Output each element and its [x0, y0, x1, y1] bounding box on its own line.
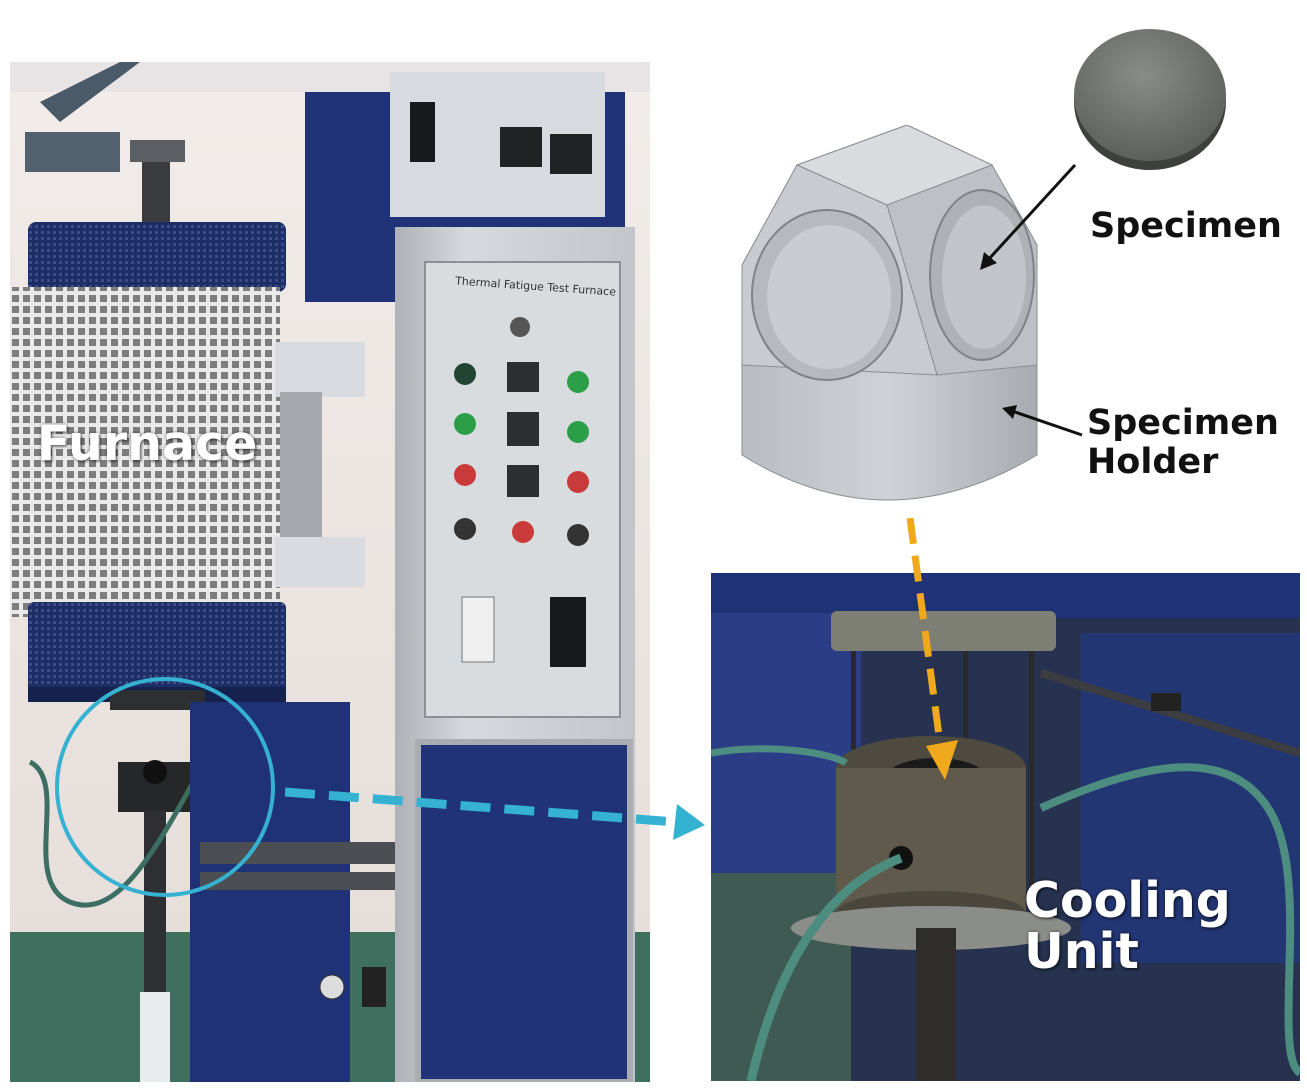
callout-circle: [55, 677, 275, 897]
specimen-pointer-arrow: [980, 163, 1077, 270]
specimen-holder-model: [741, 125, 1038, 501]
cooling-unit-label: Cooling Unit: [1024, 872, 1231, 981]
furnace-label: Furnace: [37, 415, 258, 472]
detail-link-arrow: [285, 787, 705, 840]
cooling-unit-drawing: [711, 573, 1300, 1081]
cooling-unit-photo: [711, 573, 1300, 1081]
furnace-photo-drawing: [10, 62, 650, 1082]
cooling-link-arrow: [906, 518, 958, 780]
holder-pointer-arrow: [1002, 405, 1083, 437]
specimen-disc: [1074, 29, 1226, 170]
specimen-label: Specimen: [1090, 206, 1282, 246]
specimen-holder-label: Specimen Holder: [1087, 403, 1279, 483]
furnace-photo: [10, 62, 650, 1082]
